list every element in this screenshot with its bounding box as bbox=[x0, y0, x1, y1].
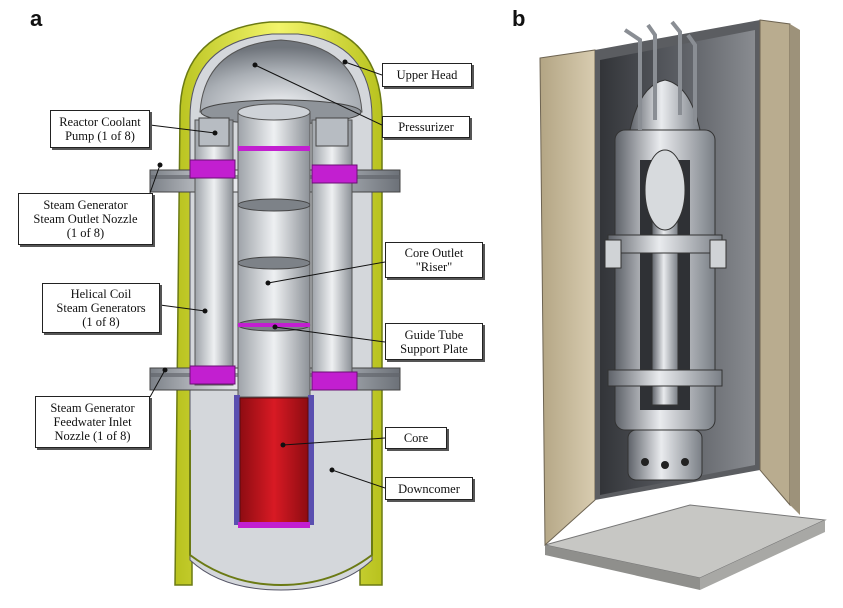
callout-core-outlet-riser: Core Outlet "Riser" bbox=[385, 242, 483, 278]
callout-upper-head: Upper Head bbox=[382, 63, 472, 87]
concrete-wall-left bbox=[539, 49, 596, 547]
magenta-lower-bands bbox=[189, 365, 358, 391]
panel-a-label: a bbox=[30, 6, 43, 31]
floor-slab-edge bbox=[545, 545, 700, 590]
guide-tube-support-plates bbox=[237, 198, 311, 332]
callout-sg-feedwater-inlet-nozzle: Steam Generator Feedwater Inlet Nozzle (… bbox=[35, 396, 150, 448]
leader-dots bbox=[157, 59, 348, 473]
concrete-wall-right-face bbox=[790, 24, 800, 515]
floor-slab-side bbox=[700, 520, 825, 590]
callout-helical-coil-sg: Helical Coil Steam Generators (1 of 8) bbox=[42, 283, 160, 333]
reactor-coolant-pump-right bbox=[315, 117, 349, 147]
reactor-core bbox=[238, 397, 310, 528]
lower-head bbox=[189, 430, 373, 587]
callout-reactor-coolant-pump: Reactor Coolant Pump (1 of 8) bbox=[50, 110, 150, 148]
callout-sg-steam-outlet-nozzle: Steam Generator Steam Outlet Nozzle (1 o… bbox=[18, 193, 153, 245]
callout-core: Core bbox=[385, 427, 447, 449]
reactor-module bbox=[604, 79, 727, 481]
leader-lines bbox=[149, 61, 386, 489]
top-piping bbox=[623, 20, 697, 130]
callout-downcomer: Downcomer bbox=[385, 477, 473, 500]
downcomer-tube-left bbox=[234, 395, 240, 525]
concrete-wall-right bbox=[759, 19, 791, 507]
callout-guide-tube-support-plate: Guide Tube Support Plate bbox=[385, 323, 483, 360]
upper-head-dome bbox=[199, 39, 363, 113]
panel-b-label: b bbox=[512, 6, 526, 31]
magenta-upper-bands bbox=[189, 146, 358, 184]
callout-pressurizer: Pressurizer bbox=[382, 116, 470, 138]
downcomer-tube-right bbox=[308, 395, 314, 525]
core-outlet-riser bbox=[237, 103, 311, 398]
